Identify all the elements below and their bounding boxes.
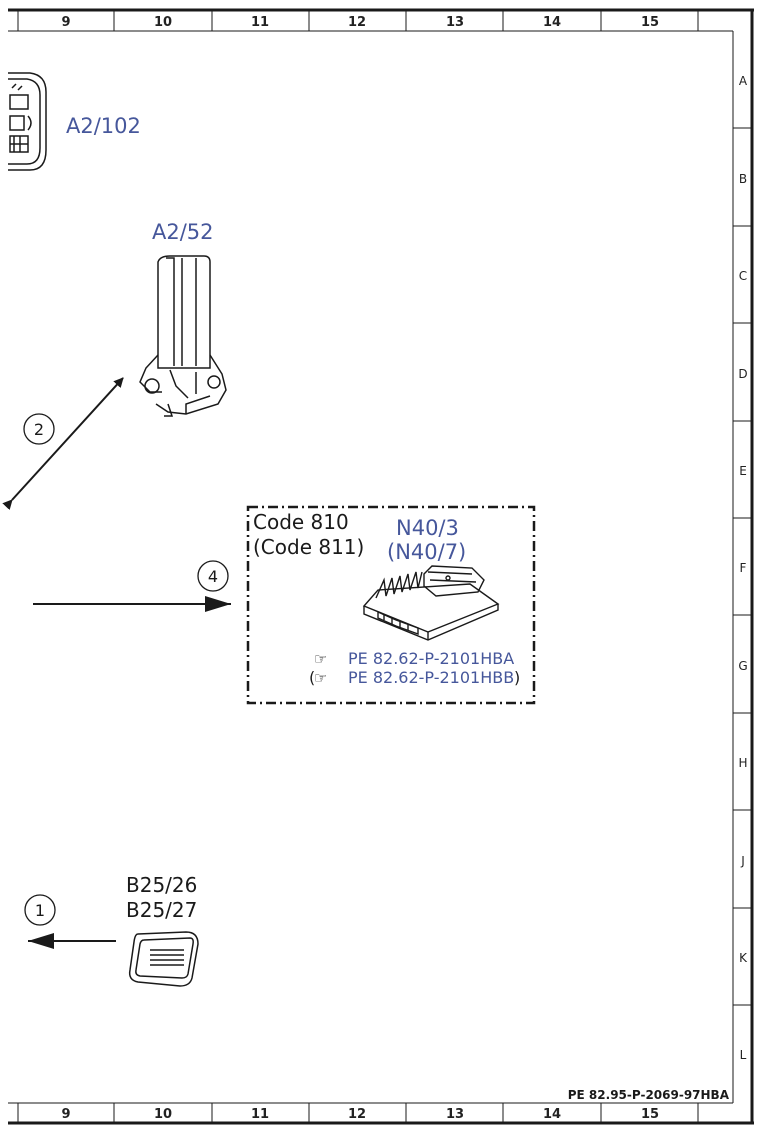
b25-26-label: B25/26: [126, 873, 197, 897]
row-label: C: [739, 269, 747, 283]
col-label: 12: [348, 1107, 366, 1122]
callout-1: 1: [24, 894, 56, 926]
col-label: 12: [348, 15, 366, 30]
n40-3-control-unit-drawing: [362, 565, 500, 641]
callout-2: 2: [23, 413, 55, 445]
callout-4: 4: [197, 560, 229, 592]
row-label: J: [740, 854, 745, 868]
callout-2-number: 2: [34, 420, 44, 439]
col-label: 13: [446, 15, 464, 30]
code-810-label: Code 810: [253, 510, 349, 534]
col-label: 9: [61, 1107, 70, 1122]
code-811-label: (Code 811): [253, 535, 364, 559]
col-label: 14: [543, 1107, 561, 1122]
row-label: K: [739, 951, 748, 965]
col-label: 9: [61, 15, 70, 30]
double-arrow: [2, 377, 124, 511]
a2-52-component-drawing: [139, 255, 227, 417]
row-label: B: [739, 172, 747, 186]
callout-4-number: 4: [208, 567, 218, 586]
row-labels: A B C D E F G H J K L: [738, 74, 748, 1062]
callout-1-number: 1: [35, 901, 45, 920]
col-label: 15: [641, 15, 659, 30]
close-paren: ): [514, 668, 520, 687]
column-labels-bottom: 9 10 11 12 13 14 15: [61, 1107, 659, 1122]
optional-equipment-box: [246, 505, 536, 705]
col-label: 15: [641, 1107, 659, 1122]
pe-reference-1-link[interactable]: PE 82.62-P-2101HBA: [348, 649, 514, 668]
a2-52-label: A2/52: [152, 220, 214, 244]
hand-pointer-icon: ☞: [314, 669, 327, 687]
row-label: L: [740, 1048, 747, 1062]
row-label: H: [738, 756, 747, 770]
column-labels-top: 9 10 11 12 13 14 15: [61, 15, 659, 30]
col-label: 10: [154, 1107, 172, 1122]
pe-reference-2-link[interactable]: PE 82.62-P-2101HBB: [348, 668, 514, 687]
a2-102-label: A2/102: [66, 114, 141, 138]
col-label: 14: [543, 15, 561, 30]
document-code: PE 82.95-P-2069-97HBA: [568, 1088, 730, 1102]
hand-pointer-icon: ☞: [314, 650, 327, 668]
col-label: 13: [446, 1107, 464, 1122]
pe-reference-1[interactable]: ☞ PE 82.62-P-2101HBA: [314, 649, 514, 668]
row-label: F: [740, 561, 747, 575]
pe-reference-2[interactable]: ( ☞ PE 82.62-P-2101HBB ): [309, 668, 520, 687]
drawing-frame: [8, 8, 754, 1125]
row-label: A: [739, 74, 748, 88]
col-label: 11: [251, 15, 269, 30]
col-label: 11: [251, 1107, 269, 1122]
n40-3-label: N40/3: [396, 516, 459, 540]
a2-102-connector-drawing: [8, 72, 47, 171]
row-label: D: [738, 367, 747, 381]
b25-sensor-drawing: [128, 931, 199, 987]
col-label: 10: [154, 15, 172, 30]
row-label: G: [738, 659, 747, 673]
row-label: E: [739, 464, 747, 478]
open-paren: (: [309, 668, 315, 687]
b25-27-label: B25/27: [126, 898, 197, 922]
n40-7-label: (N40/7): [387, 540, 466, 564]
